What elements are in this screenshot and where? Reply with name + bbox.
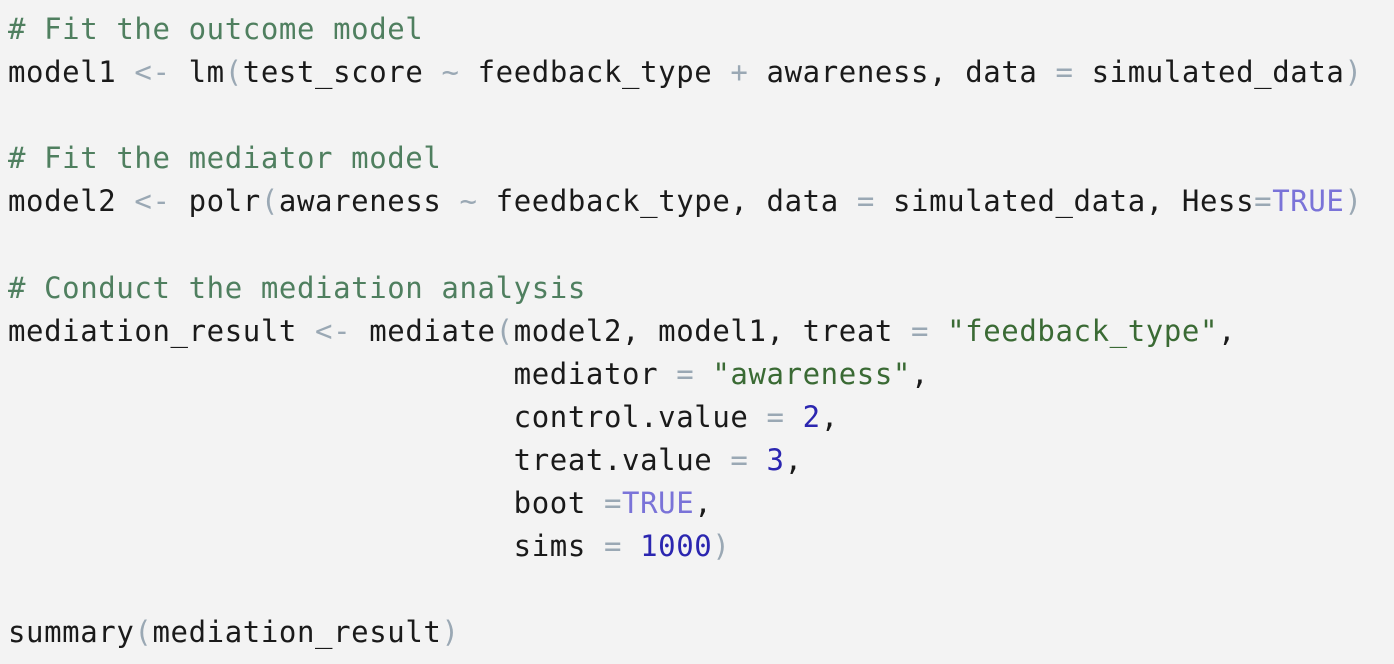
- code-operator: ~: [441, 55, 460, 90]
- code-token: lm: [170, 55, 225, 90]
- code-token: mediation_result: [152, 615, 442, 650]
- code-paren: (: [260, 184, 279, 219]
- code-comment: # Fit the outcome model: [8, 12, 424, 46]
- code-line: ​: [8, 223, 1394, 266]
- code-line: sims = 1000): [8, 525, 1394, 568]
- code-operator: ~: [459, 184, 478, 219]
- code-token: feedback_type: [459, 55, 731, 90]
- code-operator: =: [856, 184, 875, 219]
- code-line: # Conduct the mediation analysis: [8, 267, 1394, 310]
- code-string: "feedback_type": [947, 313, 1219, 348]
- code-constant: TRUE: [622, 486, 695, 521]
- code-paren: ): [441, 615, 460, 650]
- code-token: [785, 400, 803, 434]
- code-token: ,: [910, 356, 930, 391]
- code-operator: <-: [134, 55, 171, 90]
- code-comment: # Fit the mediator model: [8, 141, 442, 176]
- code-line: mediator = "awareness",: [8, 353, 1394, 396]
- code-line: control.value = 2,: [8, 396, 1394, 439]
- code-line: # Fit the mediator model: [8, 137, 1394, 180]
- code-token: awareness, data: [748, 55, 1056, 90]
- code-operator: <-: [134, 184, 171, 219]
- code-token: simulated_data, Hess: [874, 184, 1255, 219]
- code-token: test_score: [242, 55, 442, 90]
- code-token: ,: [694, 486, 713, 521]
- code-token: ,: [784, 442, 803, 477]
- code-line: summary(mediation_result): [8, 611, 1394, 654]
- code-token: [748, 443, 766, 477]
- code-operator: =: [1055, 55, 1074, 90]
- code-operator: <-: [315, 313, 352, 348]
- code-paren: (: [224, 55, 243, 90]
- code-operator: =: [676, 356, 695, 391]
- code-operator: =: [603, 486, 623, 521]
- code-token: model2, model1, treat: [513, 313, 911, 348]
- code-line: # Fit the outcome model: [8, 8, 1394, 51]
- code-line: ​: [8, 568, 1394, 611]
- code-paren: (: [495, 313, 514, 348]
- code-operator: =: [1254, 184, 1273, 219]
- code-constant: TRUE: [1272, 184, 1345, 219]
- code-token: sims: [8, 529, 604, 564]
- code-operator: +: [730, 55, 749, 90]
- code-comment: # Conduct the mediation analysis: [8, 270, 586, 305]
- code-token: [622, 529, 640, 563]
- code-operator: =: [911, 313, 930, 348]
- code-token: boot: [8, 486, 604, 521]
- code-number: 3: [766, 442, 785, 477]
- code-line: ​: [8, 94, 1394, 137]
- code-token: [694, 357, 712, 391]
- code-token: mediator: [8, 356, 677, 391]
- code-line: mediation_result <- mediate(model2, mode…: [8, 310, 1394, 353]
- code-token: treat.value: [8, 442, 731, 477]
- code-number: 1000: [640, 529, 713, 564]
- code-token: ,: [1218, 313, 1237, 348]
- code-token: mediate: [351, 313, 496, 348]
- code-line: model2 <- polr(awareness ~ feedback_type…: [8, 180, 1394, 223]
- code-token: model1: [8, 55, 135, 90]
- code-token: simulated_data: [1073, 55, 1345, 90]
- code-operator: =: [603, 529, 623, 564]
- code-string: "awareness": [712, 356, 911, 391]
- code-token: awareness: [278, 184, 460, 219]
- code-token: control.value: [8, 399, 767, 434]
- code-token: mediation_result: [8, 313, 316, 348]
- code-token: feedback_type, data: [477, 184, 857, 219]
- code-number: 2: [802, 399, 821, 434]
- code-token: [929, 314, 947, 348]
- code-token: summary: [8, 615, 135, 650]
- code-token: polr: [170, 184, 261, 219]
- code-paren: ): [712, 529, 731, 564]
- code-paren: ): [1344, 184, 1363, 219]
- code-token: model2: [8, 184, 135, 219]
- code-paren: ): [1344, 55, 1363, 90]
- code-operator: =: [766, 399, 785, 434]
- code-token: ,: [820, 399, 839, 434]
- code-paren: (: [134, 615, 153, 650]
- code-line: model1 <- lm(test_score ~ feedback_type …: [8, 51, 1394, 94]
- code-line: treat.value = 3,: [8, 439, 1394, 482]
- code-line: boot =TRUE,: [8, 482, 1394, 525]
- code-operator: =: [730, 442, 749, 477]
